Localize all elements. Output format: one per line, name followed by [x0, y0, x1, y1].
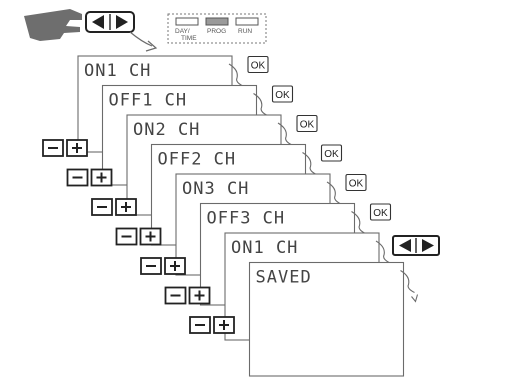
minus-button[interactable]: [140, 257, 162, 275]
final-nav-buttons: [392, 235, 440, 256]
minus-button[interactable]: [115, 227, 138, 246]
display-screen: SAVED: [248, 261, 419, 377]
mode-selector-frame: [167, 13, 267, 44]
ok-button-frame: [271, 85, 294, 103]
transition-arrow-icon: [326, 181, 342, 205]
minus-button[interactable]: [164, 286, 187, 305]
mode-day-time-slider[interactable]: [175, 17, 199, 26]
ok-button-frame: [247, 55, 269, 74]
ok-button-frame: [345, 173, 367, 192]
mode-selector: DAY/ TIME PROG RUN: [167, 13, 267, 44]
transition-arrow-icon: [277, 122, 293, 146]
plus-button[interactable]: [66, 139, 88, 157]
mode-day-time-label: DAY/: [175, 28, 190, 35]
top-nav-buttons: [85, 11, 135, 33]
minus-button[interactable]: [66, 168, 89, 187]
mode-run-slider[interactable]: [235, 17, 259, 26]
plus-icon: [219, 320, 229, 330]
mode-day-time-label-line2: TIME: [181, 35, 197, 42]
plus-icon: [145, 231, 156, 242]
plus-button[interactable]: [164, 257, 186, 275]
screen-text: OFF1 CH: [109, 91, 188, 111]
transition-arrow-icon: [302, 152, 317, 175]
screen-text: ON1 CH: [231, 238, 298, 258]
ok-button-frame: [320, 144, 343, 162]
arrow-right-icon: [422, 239, 434, 252]
ok-button-label: OK: [275, 90, 290, 101]
plus-icon: [194, 290, 205, 301]
plus-button[interactable]: [188, 286, 211, 305]
mode-prog-slider[interactable]: [205, 17, 229, 26]
plus-icon: [72, 143, 82, 153]
transition-arrow-icon: [400, 270, 415, 293]
ok-button-label: OK: [324, 149, 339, 160]
mode-run-label: RUN: [238, 28, 252, 35]
ok-button[interactable]: OK: [369, 203, 392, 221]
plus-button[interactable]: [139, 227, 162, 246]
transition-arrow-icon: [228, 63, 244, 87]
ok-button[interactable]: OK: [271, 85, 294, 103]
plus-button[interactable]: [115, 198, 137, 216]
ok-button[interactable]: OK: [345, 173, 367, 192]
ok-button-label: OK: [349, 179, 364, 190]
pointing-hand-icon: [24, 9, 82, 41]
screen-frame: [248, 261, 405, 377]
minus-button[interactable]: [189, 316, 211, 334]
transition-arrow-icon: [375, 240, 391, 264]
screen-text: ON1 CH: [84, 61, 151, 81]
ok-button-label: OK: [300, 120, 315, 131]
plus-icon: [170, 261, 180, 271]
ok-button-label: OK: [373, 208, 388, 219]
plus-button[interactable]: [90, 168, 113, 187]
screen-text: OFF2 CH: [158, 150, 237, 170]
start-arrow-icon: [129, 31, 158, 52]
ok-button-frame: [296, 114, 318, 133]
screen-text: ON2 CH: [133, 120, 200, 140]
arrow-left-icon: [399, 239, 411, 252]
mode-prog-label: PROG: [207, 28, 226, 35]
ok-button[interactable]: OK: [247, 55, 269, 74]
ok-button-label: OK: [251, 61, 266, 72]
arrow-left-icon: [92, 15, 104, 29]
minus-button[interactable]: [91, 198, 113, 216]
ok-button-frame: [369, 203, 392, 221]
screen-text: SAVED: [256, 268, 312, 288]
transition-arrow-icon: [351, 211, 366, 234]
screen-text: OFF3 CH: [207, 209, 286, 229]
ok-button[interactable]: OK: [320, 144, 343, 162]
plus-icon: [121, 202, 131, 212]
screen-text: ON3 CH: [182, 179, 249, 199]
arrow-right-icon: [116, 15, 128, 29]
plus-icon: [96, 172, 107, 183]
plus-button[interactable]: [213, 316, 235, 334]
minus-button[interactable]: [42, 139, 64, 157]
transition-arrow-icon: [253, 93, 268, 116]
ok-button[interactable]: OK: [296, 114, 318, 133]
arrowhead-icon: [411, 294, 419, 303]
display-screens: ON1 CH OK OFF1 CH OK ON2 CH OK OFF2 CH OK ON3 CH…: [42, 55, 419, 377]
